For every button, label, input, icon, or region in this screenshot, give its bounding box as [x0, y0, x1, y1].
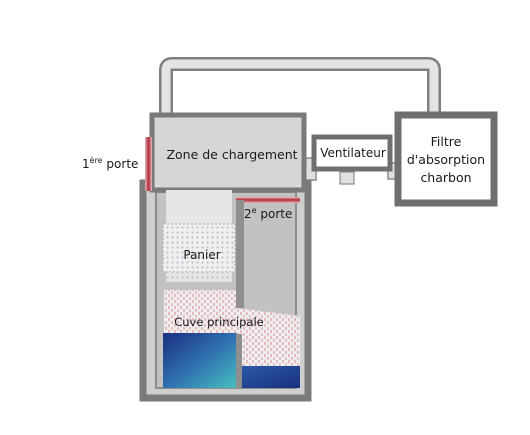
second-door-label: 2e porte — [244, 206, 292, 221]
first-door — [145, 137, 152, 191]
main-liquid — [163, 333, 237, 388]
fan-box — [311, 134, 393, 172]
main-tank-label: Cuve principale — [174, 315, 264, 329]
exhaust-duct — [159, 57, 441, 115]
fan-label: Ventilateur — [320, 146, 386, 160]
second-door — [236, 197, 300, 203]
first-door-label: 1ère porte — [82, 155, 138, 171]
basket-label: Panier — [183, 248, 220, 262]
filter-label-line2: d'absorption — [407, 152, 485, 167]
filter-label-line1: Filtre — [431, 134, 462, 149]
loading-zone — [149, 112, 307, 193]
basket — [162, 223, 236, 273]
secondary-liquid — [240, 366, 300, 388]
divider-wall — [236, 200, 244, 308]
filter-label-line3: charbon — [420, 170, 471, 185]
filter-box — [394, 111, 498, 207]
loading-zone-label: Zone de chargement — [166, 147, 297, 162]
